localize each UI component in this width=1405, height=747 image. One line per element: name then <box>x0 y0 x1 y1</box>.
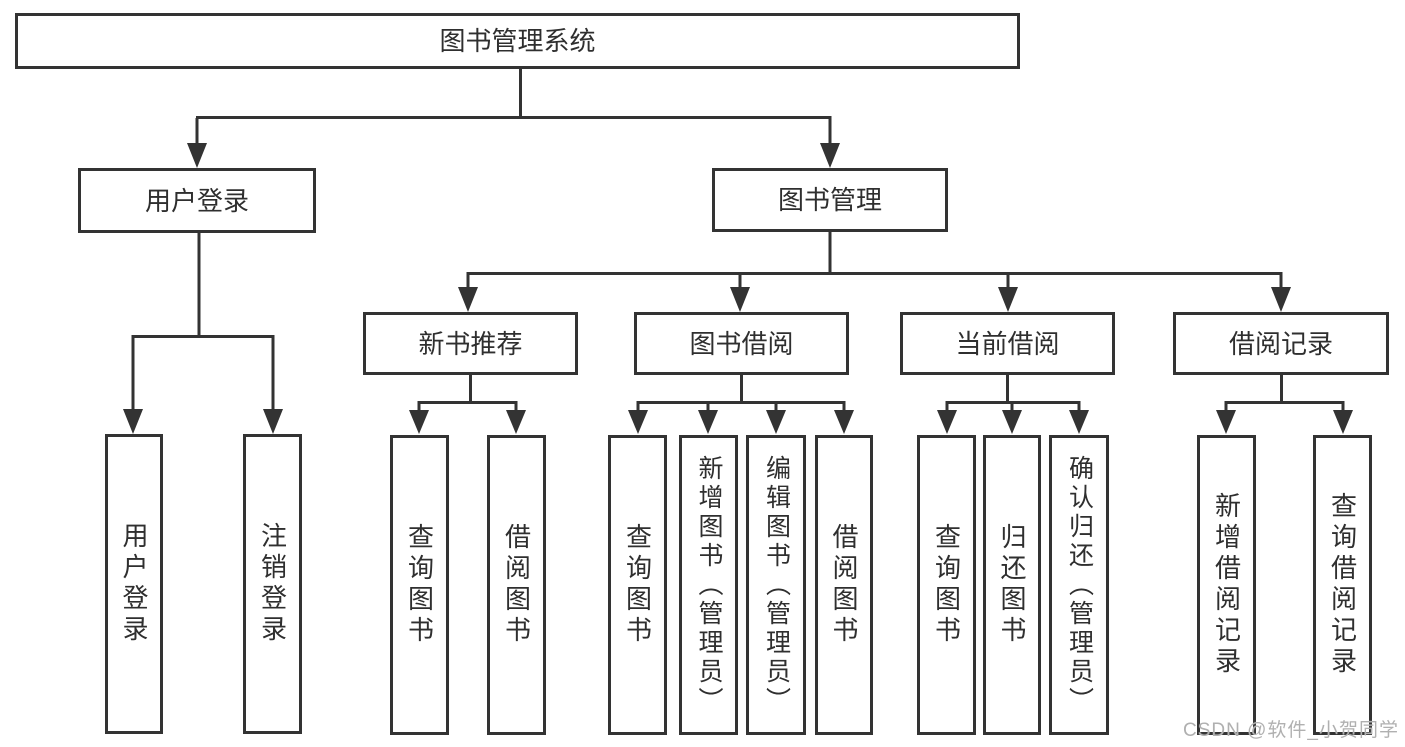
arrowhead-icon <box>698 410 718 434</box>
node-book-management: 图书管理 <box>712 168 948 232</box>
connector-current-borrow-to-leaves <box>937 375 1089 434</box>
leaf-query-books-current: 查询图书 <box>917 435 976 735</box>
node-label: 用户登录 <box>144 185 249 216</box>
node-label: 查询借阅记录 <box>1327 492 1358 678</box>
node-label: 借阅图书 <box>829 523 859 647</box>
node-label: 新书推荐 <box>418 328 523 359</box>
node-label: 图书借阅 <box>689 328 794 359</box>
arrowhead-icon <box>123 409 143 434</box>
node-user-login: 用户登录 <box>78 168 316 233</box>
leaf-logout: 注销登录 <box>243 434 302 734</box>
leaf-edit-books-admin: 编辑图书（管理员） <box>746 435 806 735</box>
leaf-return-books: 归还图书 <box>983 435 1041 735</box>
leaf-borrow-books-recommend: 借阅图书 <box>487 435 546 735</box>
leaf-add-books-admin: 新增图书（管理员） <box>679 435 738 735</box>
arrowhead-icon <box>1271 287 1291 312</box>
arrowhead-icon <box>506 410 526 434</box>
node-book-borrow: 图书借阅 <box>634 312 849 375</box>
node-label: 注销登录 <box>257 522 288 646</box>
node-label: 归还图书 <box>997 523 1027 647</box>
connector-line <box>417 375 518 413</box>
connector-line <box>195 69 832 146</box>
connector-book-mgmt-to-level2 <box>458 232 1291 312</box>
connector-line <box>466 232 1283 290</box>
node-label: 当前借阅 <box>955 328 1060 359</box>
leaf-query-borrow-record: 查询借阅记录 <box>1313 435 1372 735</box>
arrowhead-icon <box>766 410 786 434</box>
node-label: 查询图书 <box>404 523 435 647</box>
arrowhead-icon <box>1069 410 1089 434</box>
arrowhead-icon <box>1002 410 1022 434</box>
arrowhead-icon <box>1216 410 1236 434</box>
arrowhead-icon <box>628 410 648 434</box>
node-label: 借阅记录 <box>1228 328 1333 359</box>
arrowhead-icon <box>820 143 840 168</box>
connector-line <box>131 233 275 412</box>
arrowhead-icon <box>263 409 283 434</box>
connector-borrow-record-to-leaves <box>1216 375 1353 434</box>
node-library-system: 图书管理系统 <box>15 13 1020 69</box>
arrowhead-icon <box>187 143 207 168</box>
node-label: 编辑图书（管理员） <box>762 454 791 716</box>
node-label: 确认归还（管理员） <box>1065 454 1094 716</box>
csdn-watermark: CSDN @软件_小贺同学 <box>1183 720 1399 741</box>
arrowhead-icon <box>834 410 854 434</box>
arrowhead-icon <box>998 287 1018 312</box>
connector-new-book-to-leaves <box>409 375 526 434</box>
node-label: 图书管理 <box>777 185 882 215</box>
node-label: 借阅图书 <box>501 523 532 647</box>
node-label: 查询图书 <box>622 523 653 647</box>
connector-book-borrow-to-leaves <box>628 375 854 434</box>
arrowhead-icon <box>409 410 429 434</box>
connector-line <box>636 375 846 413</box>
arrowhead-icon <box>730 287 750 312</box>
node-label: 新增借阅记录 <box>1211 492 1242 678</box>
leaf-add-borrow-record: 新增借阅记录 <box>1197 435 1256 735</box>
node-label: 新增图书（管理员） <box>695 454 723 716</box>
node-borrow-records: 借阅记录 <box>1173 312 1389 375</box>
connector-root-to-level1 <box>187 69 840 168</box>
node-label: 图书管理系统 <box>439 26 596 56</box>
leaf-user-login: 用户登录 <box>105 434 163 734</box>
connector-line <box>945 375 1081 413</box>
leaf-query-books-recommend: 查询图书 <box>390 435 449 735</box>
leaf-confirm-return-admin: 确认归还（管理员） <box>1049 435 1109 735</box>
connector-line <box>1224 375 1345 413</box>
arrowhead-icon <box>458 287 478 312</box>
arrowhead-icon <box>937 410 957 434</box>
node-label: 查询图书 <box>931 523 962 647</box>
arrowhead-icon <box>1333 410 1353 434</box>
node-label: 用户登录 <box>119 522 149 646</box>
node-current-borrow: 当前借阅 <box>900 312 1115 375</box>
node-new-book-recommend: 新书推荐 <box>363 312 578 375</box>
connector-user-login-to-leaves <box>123 233 283 434</box>
leaf-query-books-borrow: 查询图书 <box>608 435 667 735</box>
leaf-borrow-books: 借阅图书 <box>815 435 873 735</box>
